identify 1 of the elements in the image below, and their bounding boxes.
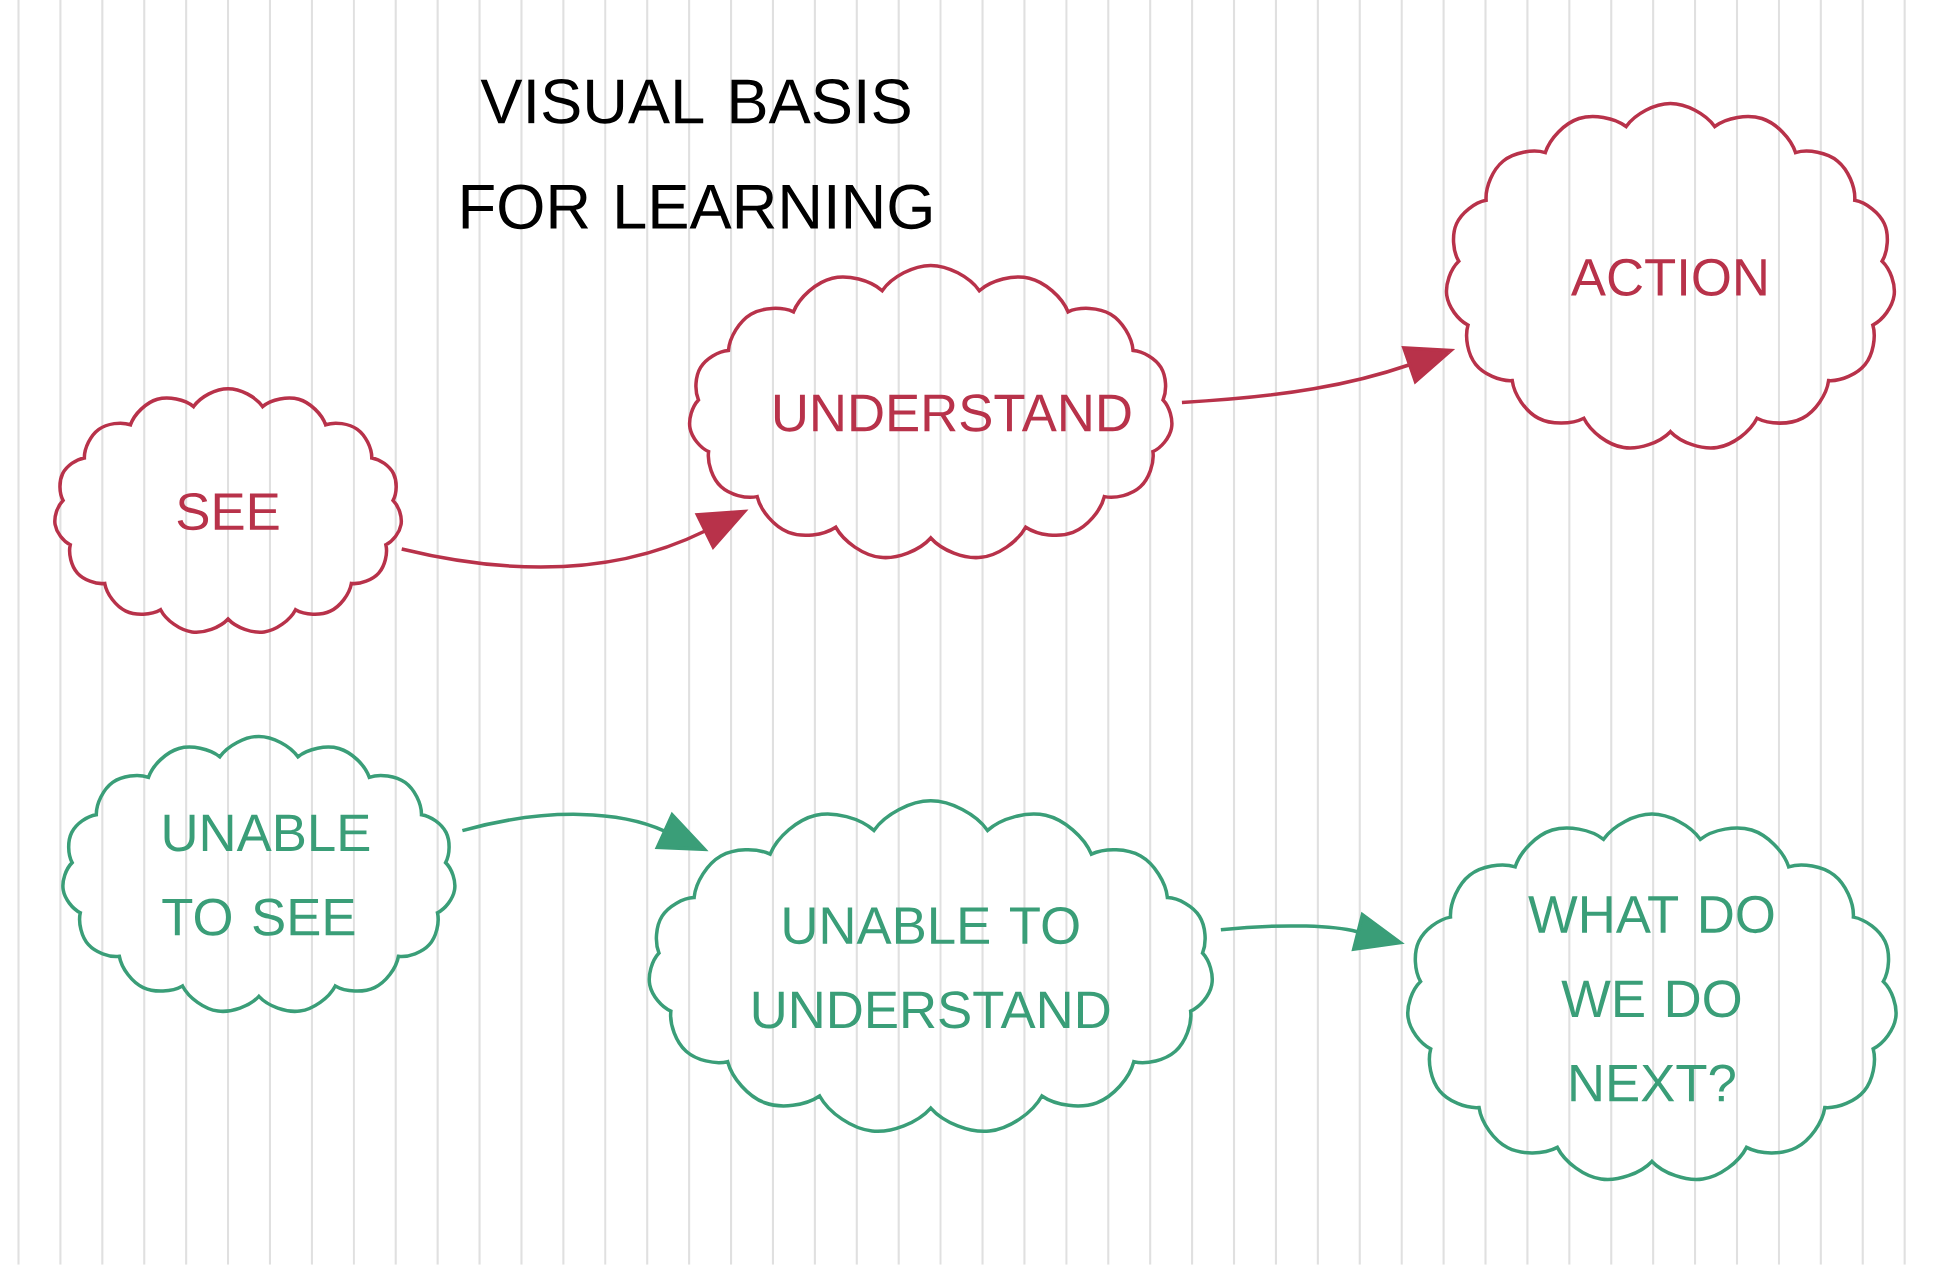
title: VISUAL BASIS FOR LEARNING <box>462 79 931 230</box>
